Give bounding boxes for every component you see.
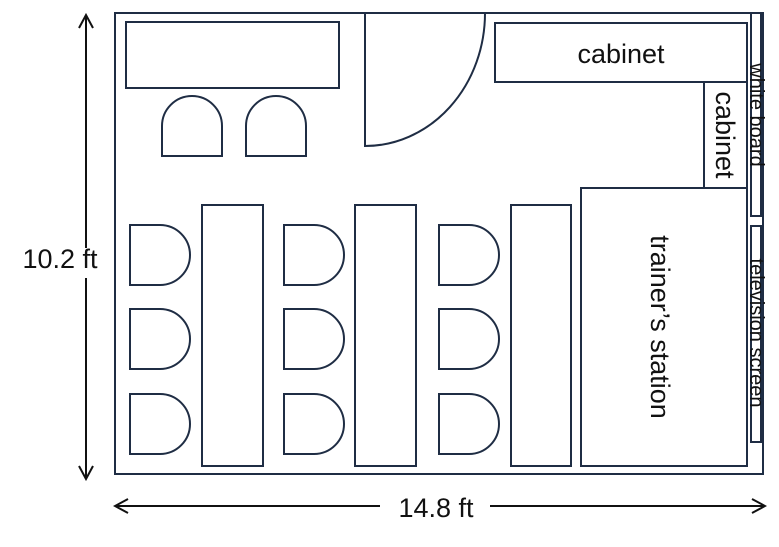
top-table	[125, 21, 340, 89]
chair-row3-col2	[283, 393, 345, 455]
desk-2	[354, 204, 417, 467]
room-outline	[114, 12, 764, 475]
chair-row2-col3	[438, 308, 500, 370]
door-swing	[364, 12, 486, 148]
desk-3	[510, 204, 572, 467]
chair-top-1	[161, 95, 223, 157]
desk-1	[201, 204, 264, 467]
cabinet-top-label: cabinet	[577, 39, 665, 69]
television-screen-label: television screen	[745, 259, 767, 408]
cabinet-side-label: cabinet	[710, 91, 740, 179]
chair-row3-col3	[438, 393, 500, 455]
trainers-station	[580, 187, 748, 467]
height-dimension-label: 10.2 ft	[22, 244, 98, 274]
chair-row2-col2	[283, 308, 345, 370]
chair-top-2	[245, 95, 307, 157]
white-board-label: white board	[745, 62, 767, 166]
chair-row3-col1	[129, 393, 191, 455]
chair-row1-col2	[283, 224, 345, 286]
width-dimension-label: 14.8 ft	[398, 493, 474, 523]
television-screen	[750, 225, 762, 443]
chair-row1-col3	[438, 224, 500, 286]
white-board	[750, 12, 762, 217]
cabinet-top	[494, 22, 748, 83]
trainers-station-label: trainer’s station	[645, 235, 675, 419]
chair-row1-col1	[129, 224, 191, 286]
chair-row2-col1	[129, 308, 191, 370]
